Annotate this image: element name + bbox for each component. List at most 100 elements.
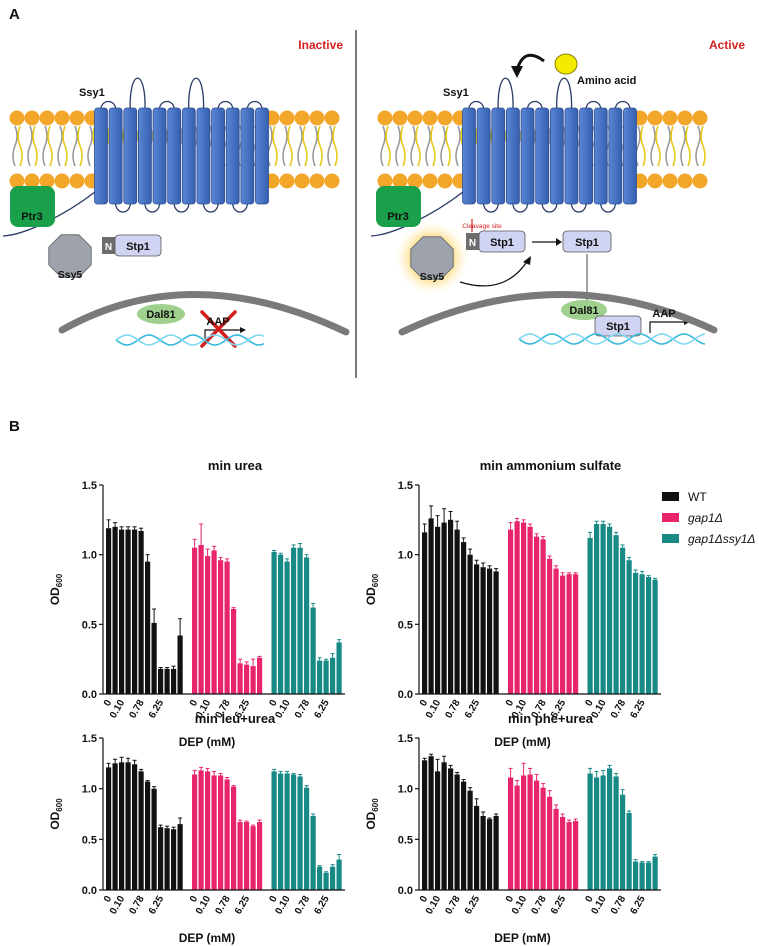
- transmembrane-helix: [462, 107, 476, 205]
- y-axis-label: OD600: [48, 798, 64, 830]
- bar: [547, 558, 553, 694]
- bar: [633, 572, 639, 694]
- bar: [594, 777, 600, 890]
- lipid-tail: [42, 125, 48, 167]
- y-tick-label: 1.0: [398, 550, 413, 562]
- lipid-head: [279, 173, 295, 189]
- x-tick-label: 0: [267, 698, 280, 709]
- lipid-tail: [670, 125, 676, 167]
- lipid-tail: [297, 125, 303, 167]
- bar: [192, 774, 198, 890]
- dal81-ellipse: [137, 304, 185, 324]
- transmembrane-helix: [491, 107, 506, 205]
- lipid-head: [392, 110, 408, 126]
- bar: [521, 522, 527, 694]
- y-tick-label: 1.0: [398, 784, 413, 796]
- lipid-head: [437, 110, 453, 126]
- bar: [198, 770, 204, 890]
- bar: [560, 817, 566, 890]
- lipid-head: [324, 110, 340, 126]
- lipid-tail: [430, 125, 436, 167]
- blocked-cross: [200, 310, 237, 348]
- bar: [231, 609, 237, 694]
- n-terminal-label: N: [469, 238, 476, 249]
- bar: [534, 536, 540, 694]
- bar: [278, 773, 284, 890]
- legend-swatch: [662, 492, 679, 501]
- bar: [330, 657, 336, 694]
- bar: [271, 551, 277, 694]
- x-tick-label: 0.10: [424, 894, 443, 917]
- bar: [164, 668, 170, 694]
- ptr3-protein: [376, 186, 421, 227]
- bar: [527, 526, 533, 694]
- legend-item-gap1ssy1: gap1Δssy1Δ: [662, 528, 755, 549]
- legend-swatch: [662, 513, 679, 522]
- x-tick-label: 0.10: [589, 894, 608, 917]
- transmembrane-helix: [152, 107, 167, 205]
- bar: [435, 526, 441, 694]
- bar: [607, 526, 613, 694]
- x-tick-label: 0: [267, 894, 280, 905]
- lipid-tail: [312, 125, 318, 167]
- bar: [620, 547, 626, 694]
- bar: [514, 521, 520, 694]
- bar: [639, 574, 645, 694]
- bar: [336, 642, 342, 694]
- legend-item-wt: WT: [662, 486, 755, 507]
- chart-title: min ammonium sulfate: [480, 458, 622, 473]
- x-tick-label: 6.25: [233, 894, 252, 917]
- x-tick-label: 0: [504, 894, 517, 905]
- bar: [480, 816, 486, 890]
- bar: [646, 577, 652, 694]
- bar: [594, 524, 600, 694]
- bar: [521, 775, 527, 890]
- x-tick-label: 0.78: [127, 894, 146, 917]
- x-tick-label: 6.25: [312, 698, 331, 721]
- bar: [171, 668, 177, 694]
- bar: [205, 556, 211, 694]
- lipid-tail: [47, 125, 53, 167]
- ssy1-label: Ssy1: [443, 87, 469, 99]
- ptr3-label: Ptr3: [387, 211, 408, 223]
- y-tick-label: 1.5: [82, 480, 97, 492]
- lipid-tail: [415, 125, 421, 167]
- amino-acid-label: Amino acid: [577, 75, 636, 87]
- x-tick-label: 0.78: [293, 894, 312, 917]
- bar: [158, 827, 164, 890]
- stp1-released-label: Stp1: [575, 237, 599, 249]
- x-tick-label: 0.78: [443, 698, 462, 721]
- bar: [317, 660, 323, 694]
- x-tick-label: 6.25: [147, 894, 166, 917]
- y-tick-label: 1.5: [398, 733, 413, 745]
- lipid-head: [24, 173, 40, 189]
- x-tick-label: 0: [418, 698, 431, 709]
- x-tick-label: 0: [583, 698, 596, 709]
- bar: [330, 866, 336, 890]
- bar: [607, 768, 613, 890]
- bar: [310, 607, 316, 694]
- transmembrane-helix: [167, 107, 182, 205]
- lipid-tail: [17, 125, 23, 167]
- lipid-head: [24, 110, 40, 126]
- bar: [317, 866, 323, 890]
- transmembrane-helix: [593, 107, 608, 205]
- bar: [125, 529, 131, 694]
- y-tick-label: 0.5: [82, 619, 97, 631]
- transmembrane-helix: [196, 107, 211, 205]
- x-tick-label: 0: [504, 698, 517, 709]
- lipid-head: [324, 173, 340, 189]
- transmembrane-helix: [123, 107, 138, 205]
- x-tick-label: 0.78: [213, 698, 232, 721]
- transcription-arrowhead: [240, 327, 246, 333]
- x-axis-label: DEP (mM): [494, 931, 550, 945]
- bar: [106, 767, 112, 890]
- transcription-arrow: [649, 321, 684, 333]
- bar: [467, 790, 473, 890]
- ssy5-label: Ssy5: [420, 271, 445, 283]
- transmembrane-helix: [240, 107, 255, 205]
- lipid-head: [407, 173, 423, 189]
- x-tick-label: 6.25: [628, 698, 647, 721]
